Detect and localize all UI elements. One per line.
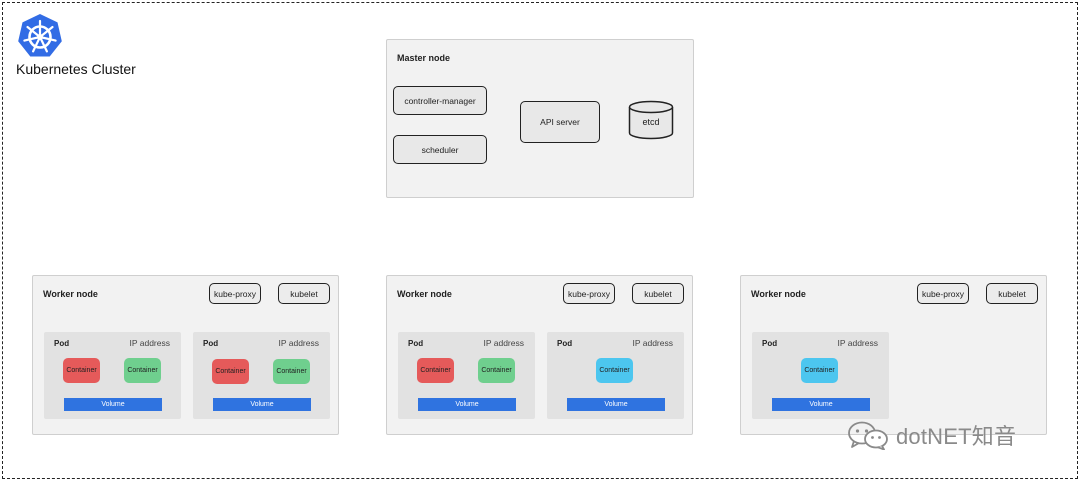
container: Container	[124, 358, 161, 383]
worker-node-title: Worker node	[43, 289, 98, 299]
pod-ip-address: IP address	[129, 338, 170, 348]
database-cylinder-icon	[628, 100, 674, 140]
volume: Volume	[64, 398, 162, 411]
kube-proxy-box: kube-proxy	[917, 283, 969, 304]
scheduler-box: scheduler	[393, 135, 487, 164]
etcd-label: etcd	[642, 117, 660, 127]
container: Container	[596, 358, 633, 383]
pod: Pod IP address Container Container Volum…	[398, 332, 535, 419]
cluster-title: Kubernetes Cluster	[16, 61, 136, 77]
pod-title: Pod	[408, 339, 424, 348]
container: Container	[63, 358, 100, 383]
kubelet-box: kubelet	[986, 283, 1038, 304]
master-node: Master node controller-manager scheduler…	[386, 39, 694, 198]
pod-ip-address: IP address	[632, 338, 673, 348]
worker-node-3: Worker node kube-proxy kubelet Pod IP ad…	[740, 275, 1047, 435]
pod-title: Pod	[203, 339, 219, 348]
worker-node-1: Worker node kube-proxy kubelet Pod IP ad…	[32, 275, 339, 435]
pod: Pod IP address Container Container Volum…	[193, 332, 330, 419]
kubelet-box: kubelet	[632, 283, 684, 304]
volume: Volume	[567, 398, 665, 411]
volume: Volume	[418, 398, 516, 411]
pod-ip-address: IP address	[483, 338, 524, 348]
pod: Pod IP address Container Volume	[752, 332, 889, 419]
pod-ip-address: IP address	[837, 338, 878, 348]
controller-manager-box: controller-manager	[393, 86, 487, 115]
watermark-text: dotNET知音	[896, 424, 1017, 449]
api-server-box: API server	[520, 101, 600, 143]
volume: Volume	[213, 398, 311, 411]
pod-title: Pod	[762, 339, 778, 348]
pod: Pod IP address Container Volume	[547, 332, 684, 419]
watermark: dotNET知音	[846, 420, 1016, 450]
kube-proxy-box: kube-proxy	[563, 283, 615, 304]
wechat-icon	[848, 421, 888, 450]
kube-proxy-box: kube-proxy	[209, 283, 261, 304]
etcd-database: etcd	[628, 100, 674, 140]
volume: Volume	[772, 398, 870, 411]
master-node-title: Master node	[397, 53, 451, 63]
container: Container	[212, 359, 249, 384]
pod-ip-address: IP address	[278, 338, 319, 348]
container: Container	[801, 358, 838, 383]
pod-title: Pod	[557, 339, 573, 348]
container: Container	[273, 359, 310, 384]
pod: Pod IP address Container Container Volum…	[44, 332, 181, 419]
container: Container	[417, 358, 454, 383]
kubelet-box: kubelet	[278, 283, 330, 304]
worker-node-2: Worker node kube-proxy kubelet Pod IP ad…	[386, 275, 693, 435]
worker-node-title: Worker node	[397, 289, 452, 299]
container: Container	[478, 358, 515, 383]
pod-title: Pod	[54, 339, 70, 348]
worker-node-title: Worker node	[751, 289, 806, 299]
kubernetes-logo-icon	[18, 14, 62, 57]
